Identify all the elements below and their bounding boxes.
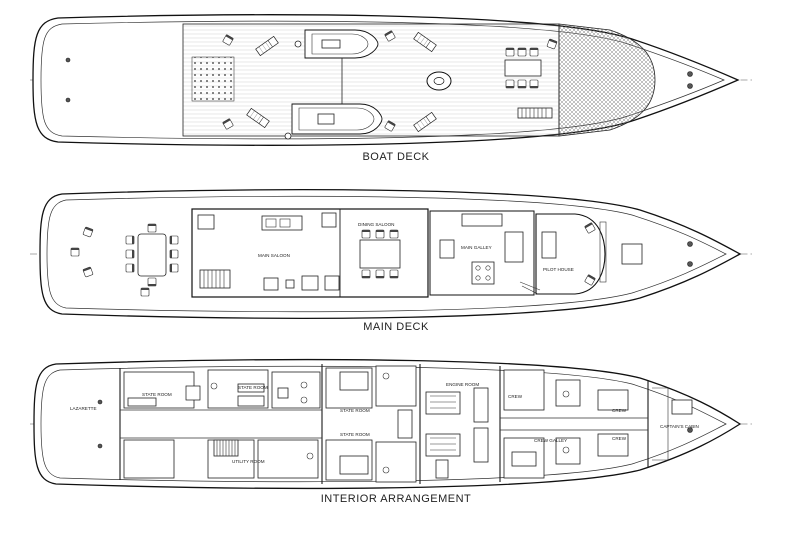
label-crew-3: CREW: [612, 436, 627, 441]
boat-deck: BOAT DECK: [30, 14, 752, 163]
label-state-room-1: STATE ROOM: [142, 392, 172, 397]
boat-deck-title: BOAT DECK: [362, 151, 429, 163]
main-deck-title: MAIN DECK: [363, 321, 429, 333]
main-deck: DINING SALOON MAIN SALOON MAIN GALLEY PI…: [30, 189, 752, 333]
interior-arrangement-title: INTERIOR ARRANGEMENT: [321, 493, 472, 505]
label-dining-saloon: DINING SALOON: [358, 222, 395, 227]
label-main-galley: MAIN GALLEY: [461, 245, 492, 250]
label-utility-room: UTILITY ROOM: [232, 459, 265, 464]
label-captains-cabin: CAPTAIN'S CABIN: [660, 424, 699, 429]
label-crew-1: CREW: [508, 394, 523, 399]
label-lazarette: LAZARETTE: [70, 406, 97, 411]
label-main-saloon: MAIN SALOON: [258, 253, 290, 258]
label-state-room-2: STATE ROOM: [238, 385, 268, 390]
label-engine-room: ENGINE ROOM: [446, 382, 479, 387]
label-pilot-house: PILOT HOUSE: [543, 267, 574, 272]
label-state-room-3: STATE ROOM: [340, 408, 370, 413]
interior-arrangement: LAZARETTE STATE ROOM STATE ROOM STATE RO…: [30, 358, 752, 505]
label-crew-galley: CREW GALLEY: [534, 438, 567, 443]
label-crew-2: CREW: [612, 408, 627, 413]
label-state-room-4: STATE ROOM: [340, 432, 370, 437]
